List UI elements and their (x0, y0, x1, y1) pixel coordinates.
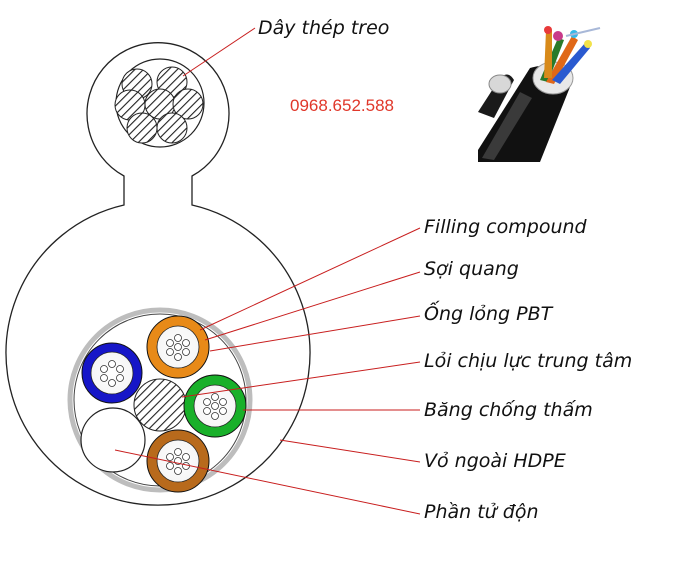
phone-number: 0968.652.588 (290, 96, 394, 115)
loose-tube-blue (81, 342, 143, 404)
label-filler-element: Phần tử độn (424, 501, 538, 523)
leader-lines (114, 27, 421, 515)
cable-photo (476, 22, 606, 162)
leader-optical-fiber (204, 271, 421, 341)
label-steel-messenger: Dây thép treo (258, 17, 389, 39)
label-filling-compound: Filling compound (424, 216, 588, 238)
label-optical-fiber: Sợi quang (424, 258, 519, 280)
filler-element (80, 407, 146, 473)
label-outer-sheath: Vỏ ngoài HDPE (424, 450, 566, 472)
label-water-block-tape: Băng chống thấm (424, 399, 593, 421)
label-central-strength: Lỏi chịu lực trung tâm (424, 350, 632, 372)
loose-tube-green (183, 374, 247, 438)
leader-central-strength (181, 361, 421, 398)
steel-messenger-strand (114, 58, 205, 148)
leader-filling-compound (199, 227, 421, 331)
loose-tube-orange (146, 315, 210, 379)
loose-tube-brown (146, 429, 210, 493)
leader-filler-element (114, 449, 421, 515)
leader-loose-tube (209, 315, 421, 352)
label-loose-tube: Ống lỏng PBT (424, 299, 554, 325)
leader-steel-messenger (182, 27, 256, 77)
central-strength-member (133, 378, 187, 432)
leader-outer-sheath (279, 439, 421, 463)
